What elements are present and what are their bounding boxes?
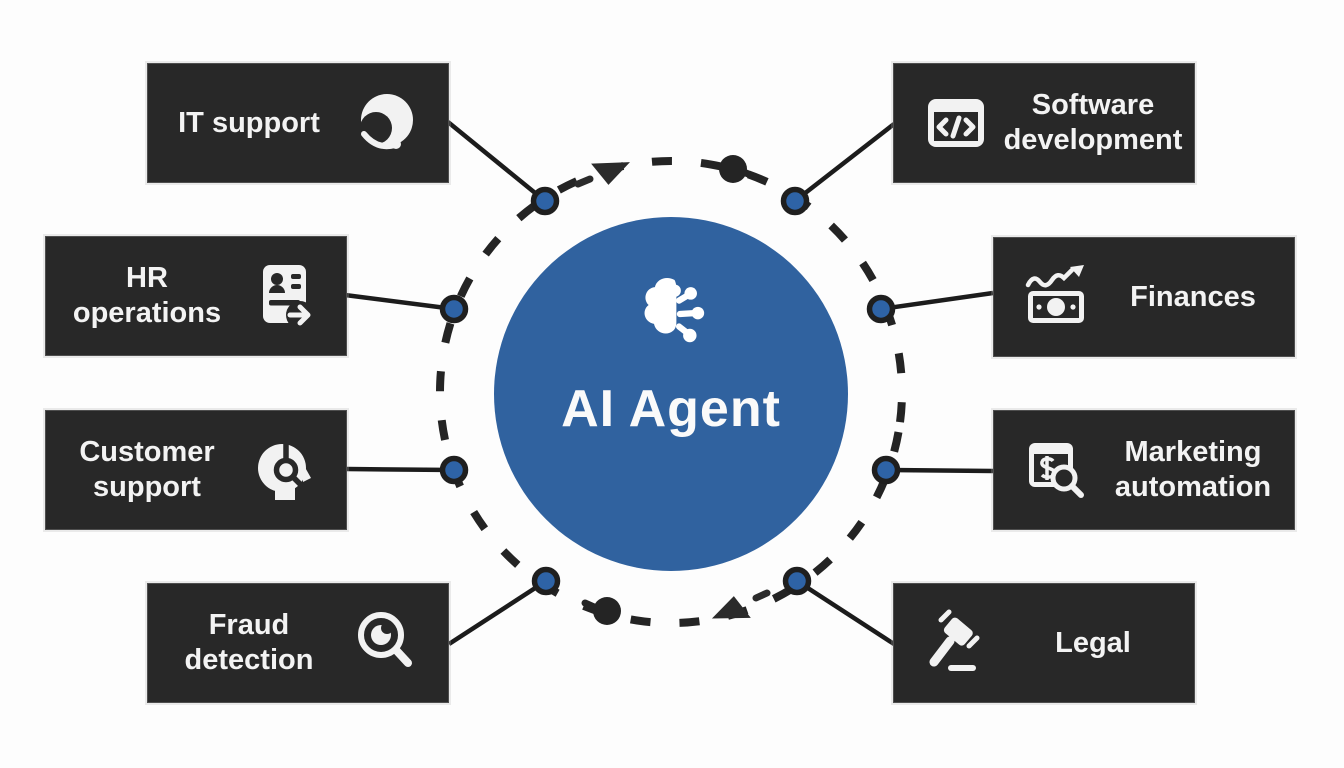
orbit-dot	[719, 155, 759, 183]
connector-line	[344, 292, 455, 312]
hub-title: AI Agent	[561, 380, 781, 438]
head-magnifier-icon	[258, 441, 311, 500]
usecase-card-customer-support: Customer support	[45, 410, 347, 530]
orbit-node	[780, 186, 810, 216]
ai-agent-hub: AI Agent	[494, 217, 848, 571]
orbit-nodes	[439, 186, 901, 596]
orbit-node	[439, 455, 469, 485]
usecase-card-it-support: IT support	[147, 63, 449, 183]
code-window-icon	[928, 99, 984, 147]
orbit-node	[531, 566, 561, 596]
usecase-card-finances: Finances	[993, 237, 1295, 357]
usecase-label: Marketing automation	[1114, 436, 1272, 503]
orbit-node	[871, 455, 901, 485]
orbit-node	[782, 566, 812, 596]
connector-line	[793, 122, 896, 203]
banknote-chart-icon	[1025, 265, 1084, 323]
usecase-label: IT support	[178, 106, 320, 139]
connector-line	[795, 579, 896, 646]
gavel-icon	[929, 609, 980, 671]
usecase-card-marketing-automation: Marketing automation	[993, 410, 1295, 530]
connector-line	[885, 467, 994, 474]
orbit-node	[866, 294, 896, 324]
usecase-label: Fraud detection	[184, 609, 314, 676]
usecase-card-software-development: Software development	[893, 63, 1195, 183]
connector-line	[880, 290, 994, 312]
usecase-card-legal: Legal	[893, 583, 1195, 703]
usecase-label: Software development	[1003, 89, 1183, 156]
connector-lines	[344, 120, 994, 646]
magnifier-eye-icon	[358, 612, 412, 667]
usecase-label: Finances	[1130, 280, 1256, 313]
usecase-card-fraud-detection: Fraud detection	[147, 583, 449, 703]
headset-agent-icon	[360, 94, 413, 150]
orbit-dot	[581, 597, 621, 625]
connector-line	[446, 120, 547, 203]
clockwise-arrow-icon	[711, 589, 771, 619]
dollar-search-window-icon	[1029, 443, 1084, 498]
usecase-label: Legal	[1055, 626, 1131, 659]
id-card-arrow-icon	[263, 265, 314, 329]
usecase-label: Customer support	[79, 436, 215, 503]
connector-line	[346, 466, 455, 473]
dashed-orbit	[436, 157, 906, 627]
usecase-card-hr-operations: HR operations	[45, 236, 347, 356]
ai-brain-icon	[644, 278, 705, 343]
orbit-node	[439, 294, 469, 324]
connector-line	[447, 579, 548, 646]
clockwise-arrow-icon	[574, 162, 630, 188]
usecase-label: HR operations	[72, 262, 222, 329]
orbit-node	[530, 186, 560, 216]
